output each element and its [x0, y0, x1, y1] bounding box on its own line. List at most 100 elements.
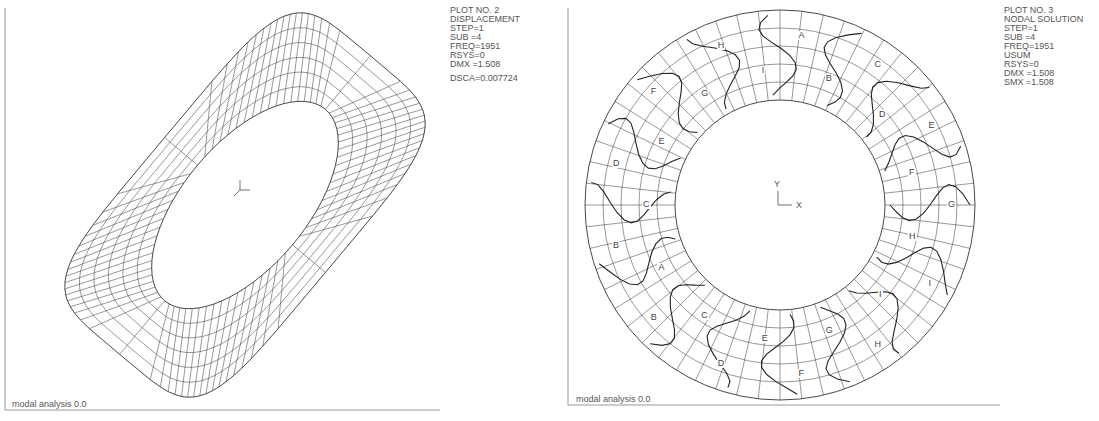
- mesh-radial: [68, 236, 157, 269]
- mesh-radial: [604, 251, 685, 290]
- mesh-radial: [188, 308, 200, 397]
- mesh-radial: [263, 261, 278, 346]
- mesh-radial: [326, 156, 416, 192]
- plot-annotation: DMX =1.508: [1004, 69, 1054, 78]
- mesh-radial: [585, 205, 675, 206]
- mesh-ring: [94, 43, 396, 368]
- contour-letter: D: [612, 159, 621, 168]
- mesh-radial: [826, 29, 865, 110]
- contour-line: [762, 315, 798, 395]
- mesh-radial: [695, 300, 734, 381]
- plot-annotation: DISPLACEMENT: [450, 15, 520, 24]
- mesh-radial: [803, 307, 823, 395]
- plot-annotation: modal analysis 0.0: [12, 400, 87, 409]
- mesh-radial: [168, 308, 179, 392]
- mesh-radial: [780, 310, 781, 400]
- contour-line: [877, 247, 947, 295]
- mesh-radial: [854, 67, 918, 131]
- mesh-radial: [337, 127, 425, 157]
- mesh-radial: [882, 162, 970, 182]
- mesh-radial: [586, 183, 675, 193]
- mesh-radial: [333, 140, 422, 173]
- contour-letter: G: [825, 326, 834, 335]
- mesh-radial: [338, 115, 424, 142]
- contour-letter: A: [657, 263, 665, 272]
- mesh-ring: [79, 28, 410, 383]
- mesh-radial: [85, 200, 173, 236]
- mesh-radial: [205, 81, 212, 157]
- contour-line: [890, 185, 970, 221]
- mesh-radial: [65, 253, 153, 283]
- mesh-ring: [65, 13, 425, 397]
- mesh-radial: [642, 67, 706, 131]
- mesh-radial: [317, 174, 405, 210]
- mesh-radial: [194, 306, 207, 397]
- contour-letter: E: [928, 121, 936, 130]
- contour-letter: F: [650, 87, 658, 96]
- mesh-radial: [338, 121, 425, 149]
- plot-annotation: DMX =1.508: [450, 60, 500, 69]
- plot-annotation: STEP=1: [450, 24, 484, 33]
- contour-letter: D: [878, 110, 887, 119]
- mesh-ring: [152, 101, 339, 308]
- mesh-radial: [150, 304, 169, 380]
- mesh-radial: [284, 13, 297, 104]
- plot-annotation: X: [796, 201, 802, 210]
- mesh-radial: [292, 245, 325, 273]
- mesh-radial: [676, 40, 724, 116]
- mesh-radial: [79, 209, 168, 246]
- mesh-ring: [675, 100, 885, 310]
- mesh-radial: [70, 281, 153, 306]
- mesh-radial: [316, 23, 330, 104]
- mesh-radial: [200, 304, 214, 396]
- panel-frame: [5, 8, 6, 410]
- contour-letter: B: [612, 241, 620, 250]
- mesh-radial: [879, 240, 964, 270]
- mesh-radial: [75, 287, 156, 313]
- contour-line: [885, 136, 961, 172]
- plot-annotation: RSYS=0: [1004, 60, 1039, 69]
- plot-annotation: NODAL SOLUTION: [1004, 15, 1083, 24]
- contour-letter: H: [717, 41, 726, 50]
- contour-line: [707, 311, 750, 388]
- contour-letter: D: [717, 359, 726, 368]
- plot-annotation: USUM: [1004, 51, 1031, 60]
- plot-annotation: modal analysis 0.0: [576, 395, 651, 404]
- contour-letter: F: [908, 168, 916, 177]
- axis-triad: [778, 205, 792, 206]
- plot-annotation: STEP=1: [1004, 24, 1038, 33]
- contour-letter: A: [797, 31, 805, 40]
- mesh-radial: [337, 103, 420, 128]
- mesh-radial: [278, 253, 285, 329]
- contour-letter: F: [797, 369, 805, 378]
- mesh-radial: [74, 218, 164, 254]
- mesh-ring: [108, 58, 381, 353]
- mesh-radial: [228, 42, 248, 135]
- mesh-radial: [792, 11, 802, 100]
- mesh-radial: [304, 15, 315, 101]
- panel-frame: [568, 405, 1000, 406]
- mesh-radial: [338, 109, 423, 135]
- contour-line: [867, 81, 930, 137]
- mesh-radial: [234, 282, 255, 376]
- contour-letter: I: [928, 279, 933, 288]
- contour-letter: C: [642, 200, 651, 209]
- mesh-radial: [737, 15, 757, 103]
- mesh-radial: [165, 138, 198, 166]
- panel-frame: [568, 8, 569, 405]
- contour-letter: H: [874, 340, 883, 349]
- plot-annotation: SUB =4: [450, 33, 481, 42]
- contour-line: [608, 118, 680, 168]
- plot-annotation: FREQ=1951: [450, 42, 500, 51]
- mesh-ring: [585, 10, 975, 400]
- mesh-radial: [330, 148, 420, 183]
- mesh-radial: [93, 191, 179, 225]
- mesh-ring: [137, 87, 352, 324]
- contour-letter: I: [878, 290, 883, 299]
- contour-line: [820, 307, 849, 381]
- mesh-radial: [260, 19, 277, 113]
- mesh-radial: [160, 306, 174, 387]
- plot-annotation: SMX =1.508: [1004, 78, 1054, 87]
- contour-line: [849, 291, 899, 353]
- plot-annotation: FREQ=1951: [1004, 42, 1054, 51]
